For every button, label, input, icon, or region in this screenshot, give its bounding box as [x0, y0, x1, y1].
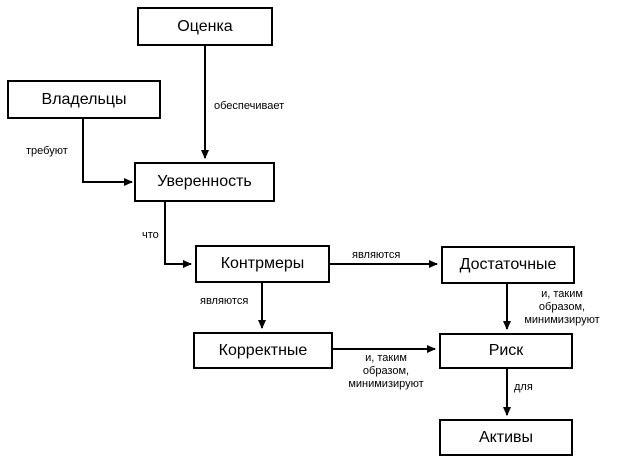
node-vladeltsy: Владельцы — [7, 80, 161, 119]
label-minimize-dostatochnye: и, таким образом, минимизируют — [516, 288, 608, 327]
label-line: образом, — [538, 301, 586, 313]
node-aktivy: Активы — [439, 419, 573, 456]
label-line: минимизируют — [524, 314, 600, 326]
label-dlya: для — [514, 381, 533, 393]
label-minimize-korrektnye: и, таким образом, минимизируют — [340, 352, 432, 391]
label-yavlyayutsya-vertical: являются — [200, 295, 249, 307]
node-dostatochnye: Достаточные — [441, 246, 575, 284]
node-uverennost: Уверенность — [134, 162, 275, 202]
label-trebuyut: требуют — [26, 145, 68, 157]
node-korrektnye: Корректные — [193, 332, 333, 369]
node-otsenka: Оценка — [137, 7, 273, 46]
edge-vladeltsy-uverennost — [82, 119, 133, 186]
label-line: образом, — [362, 365, 410, 377]
label-line: минимизируют — [348, 378, 424, 390]
node-kontrmery: Контрмеры — [195, 245, 330, 283]
label-yavlyayutsya-horizontal: являются — [352, 249, 401, 261]
node-risk: Риск — [439, 333, 573, 369]
label-line: и, таким — [365, 352, 407, 364]
edge-uverennost-kontrmery — [164, 202, 192, 268]
label-obespechivaet: обеспечивает — [214, 100, 285, 112]
label-line: и, таким — [541, 288, 583, 300]
label-chto: что — [142, 229, 159, 241]
